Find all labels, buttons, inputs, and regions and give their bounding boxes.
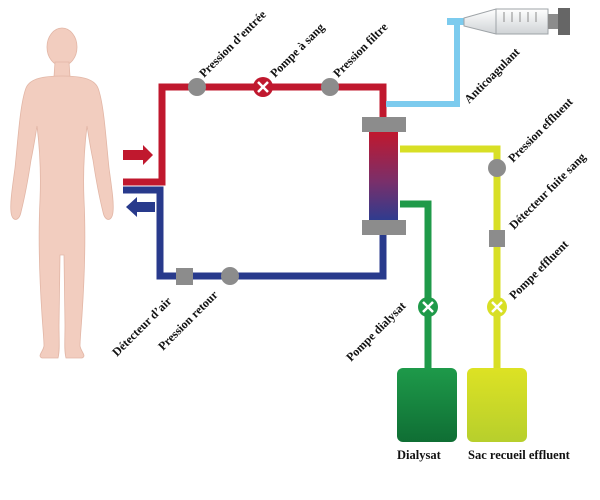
label-pression-entree: Pression d’entrée bbox=[196, 7, 269, 80]
pression-filtre-sensor bbox=[321, 78, 339, 96]
label-detecteur-fuite-sang: Détecteur fuite sang bbox=[506, 150, 588, 232]
pompe-sang-icon bbox=[253, 77, 273, 97]
arterial-line bbox=[123, 83, 387, 186]
detecteur-fuite-sang-sensor bbox=[489, 230, 505, 247]
pression-entree-sensor bbox=[188, 78, 206, 96]
label-pression-effluent: Pression effluent bbox=[505, 95, 575, 165]
pompe-dialysat-icon bbox=[418, 297, 438, 317]
anticoagulant-syringe bbox=[447, 8, 570, 35]
label-pression-filtre: Pression filtre bbox=[330, 19, 391, 80]
hemofilter bbox=[362, 117, 406, 235]
label-pompe-sang: Pompe à sang bbox=[267, 20, 327, 80]
return-arrow bbox=[126, 197, 155, 217]
anticoagulant-line bbox=[386, 22, 460, 107]
filter-bottom-cap bbox=[362, 220, 406, 235]
human-body-figure bbox=[10, 27, 114, 359]
pompe-effluent-icon bbox=[487, 297, 507, 317]
label-pompe-effluent: Pompe effluent bbox=[506, 237, 571, 302]
venous-line bbox=[123, 186, 387, 280]
outflow-arrow bbox=[123, 145, 153, 165]
label-anticoagulant: Anticoagulant bbox=[461, 45, 522, 106]
detecteur-air-sensor bbox=[176, 268, 193, 285]
label-sac-recueil-effluent: Sac recueil effluent bbox=[468, 448, 571, 462]
dialysat-bag bbox=[397, 368, 457, 442]
label-pompe-dialysat: Pompe dialysat bbox=[343, 299, 408, 364]
effluent-bag bbox=[467, 368, 527, 442]
pression-retour-sensor bbox=[221, 267, 239, 285]
label-dialysat: Dialysat bbox=[397, 448, 442, 462]
pression-effluent-sensor bbox=[488, 159, 506, 177]
effluent-line bbox=[400, 145, 501, 370]
filter-top-cap bbox=[362, 117, 406, 132]
